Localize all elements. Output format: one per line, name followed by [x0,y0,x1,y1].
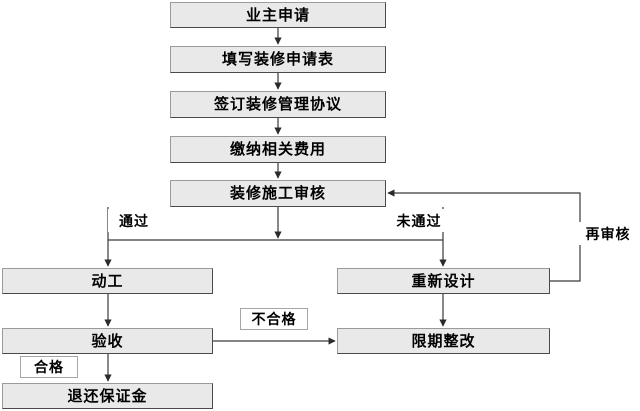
edge-label-text: 未通过 [396,212,442,229]
node-label: 验收 [91,332,124,350]
node-refund-deposit[interactable]: 退还保证金 [2,383,213,409]
node-label: 限期整改 [411,332,476,350]
node-pay-fees[interactable]: 缴纳相关费用 [170,136,386,163]
node-acceptance[interactable]: 验收 [2,328,213,354]
node-label: 填写装修申请表 [221,51,334,68]
node-label: 退还保证金 [67,387,148,405]
node-label: 签订装修管理协议 [213,96,342,113]
edge-label-not-passed: 未通过 [386,209,452,232]
node-sign-agreement[interactable]: 签订装修管理协议 [170,91,386,118]
node-fill-application[interactable]: 填写装修申请表 [170,46,386,73]
edge-label-re-review: 再审核 [578,222,638,245]
node-owner-application[interactable]: 业主申请 [170,2,386,28]
node-label: 装修施工审核 [229,185,326,202]
edge-label-text: 通过 [119,212,149,229]
node-start-work[interactable]: 动工 [2,268,213,294]
edge-label-passed: 通过 [108,209,160,232]
edge-label-text: 合格 [34,359,64,375]
node-construction-review[interactable]: 装修施工审核 [170,180,386,207]
edge-label-text: 不合格 [251,311,297,327]
edge-label-unqualified: 不合格 [240,308,308,330]
node-redesign[interactable]: 重新设计 [337,268,550,294]
node-label: 重新设计 [411,272,476,290]
node-label: 业主申请 [245,6,310,24]
edge-label-text: 再审核 [585,225,631,242]
node-label: 动工 [91,272,124,290]
edge-label-qualified: 合格 [20,356,78,378]
node-rectification[interactable]: 限期整改 [337,328,550,354]
node-label: 缴纳相关费用 [229,141,326,158]
